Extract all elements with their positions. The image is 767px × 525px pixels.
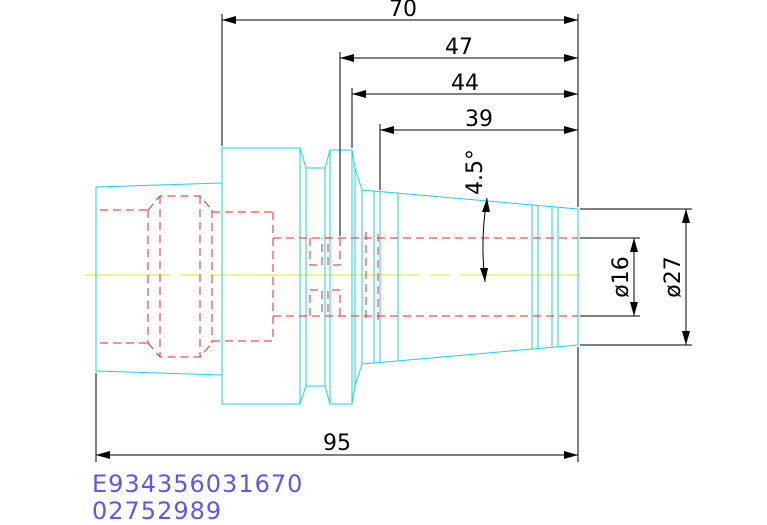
angle-label: 4.5° (463, 149, 488, 195)
dia-27-label: ø27 (661, 256, 686, 297)
arrowheads (96, 16, 690, 459)
dim-47-label: 47 (445, 35, 473, 60)
dim-70-label: 70 (389, 0, 417, 22)
part-code: E934356031670 (92, 470, 304, 498)
dim-95-label: 95 (323, 431, 351, 456)
dim-44-label: 44 (451, 71, 479, 96)
dim-39-label: 39 (465, 107, 493, 132)
hidden-lines (100, 195, 578, 358)
part-number: 02752989 (92, 497, 223, 525)
dia-16-label: ø16 (609, 256, 634, 297)
part-outline (95, 147, 579, 405)
